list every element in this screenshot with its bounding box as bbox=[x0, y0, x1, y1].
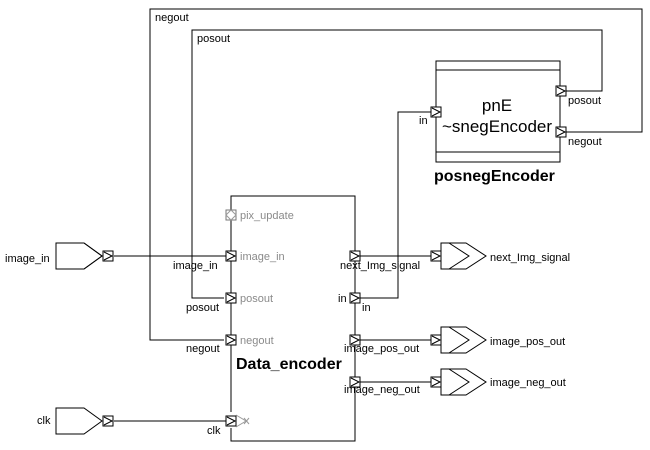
encoder-pin-in-label: in bbox=[419, 115, 428, 127]
wire-negout-loop[interactable] bbox=[149, 8, 643, 341]
pin-label-image-neg-out: image_neg_out bbox=[344, 384, 420, 396]
pin-label-posout-inner: posout bbox=[240, 293, 273, 305]
pin-label-image-in-outer: image_in bbox=[173, 260, 218, 272]
posneg-encoder-block[interactable]: pnE ~snegEncoder bbox=[435, 60, 561, 163]
port-label-image-pos-out: image_pos_out bbox=[490, 336, 565, 348]
data-encoder-pin-negout[interactable] bbox=[225, 334, 237, 346]
pin-label-negout-outer: negout bbox=[186, 343, 220, 355]
net-label-negout: negout bbox=[155, 12, 189, 24]
port-label-image-neg-out: image_neg_out bbox=[490, 377, 566, 389]
data-encoder-pin-in[interactable] bbox=[349, 292, 361, 304]
port-clk[interactable] bbox=[55, 407, 114, 435]
data-encoder-pin-image-in[interactable] bbox=[225, 250, 237, 262]
pin-label-clk-outer: clk bbox=[207, 425, 221, 437]
encoder-title-line2: ~snegEncoder bbox=[442, 117, 552, 136]
port-image-in[interactable] bbox=[55, 242, 114, 270]
encoder-pin-negout[interactable] bbox=[555, 126, 567, 138]
port-label-next-img-signal: next_Img_signal bbox=[490, 252, 570, 264]
pin-label-in-outer: in bbox=[362, 302, 371, 314]
encoder-pin-in[interactable] bbox=[430, 106, 442, 118]
pin-label-image-in-inner: image_in bbox=[240, 251, 285, 263]
data-encoder-instance-name: Data_encoder bbox=[236, 356, 342, 373]
net-label-posout: posout bbox=[197, 33, 230, 45]
encoder-pin-posout-label: posout bbox=[568, 95, 601, 107]
pin-label-pix-update: pix_update bbox=[240, 210, 294, 222]
port-label-image-in: image_in bbox=[5, 253, 50, 265]
encoder-pin-negout-label: negout bbox=[568, 136, 602, 148]
pin-label-in-inner: in bbox=[338, 293, 347, 305]
encoder-pin-posout[interactable] bbox=[555, 85, 567, 97]
data-encoder-pin-posout[interactable] bbox=[225, 292, 237, 304]
wire-posout-loop[interactable] bbox=[191, 29, 603, 299]
data-encoder-block[interactable] bbox=[230, 195, 356, 442]
encoder-instance-name: posnegEncoder bbox=[434, 168, 555, 185]
port-next-img-signal[interactable] bbox=[430, 242, 487, 270]
port-label-clk: clk bbox=[37, 415, 51, 427]
wire-in[interactable] bbox=[360, 111, 431, 299]
data-encoder-pin-pix-update[interactable] bbox=[225, 209, 237, 221]
data-encoder-pin-clk[interactable] bbox=[225, 414, 250, 428]
port-image-neg-out[interactable] bbox=[430, 368, 487, 396]
port-image-pos-out[interactable] bbox=[430, 326, 487, 354]
encoder-title-line1: pnE bbox=[482, 96, 512, 115]
pin-label-posout-outer: posout bbox=[186, 302, 219, 314]
pin-label-negout-inner: negout bbox=[240, 335, 274, 347]
pin-label-next-img-signal: next_Img_signal bbox=[340, 260, 420, 272]
pin-label-image-pos-out: image_pos_out bbox=[344, 343, 419, 355]
